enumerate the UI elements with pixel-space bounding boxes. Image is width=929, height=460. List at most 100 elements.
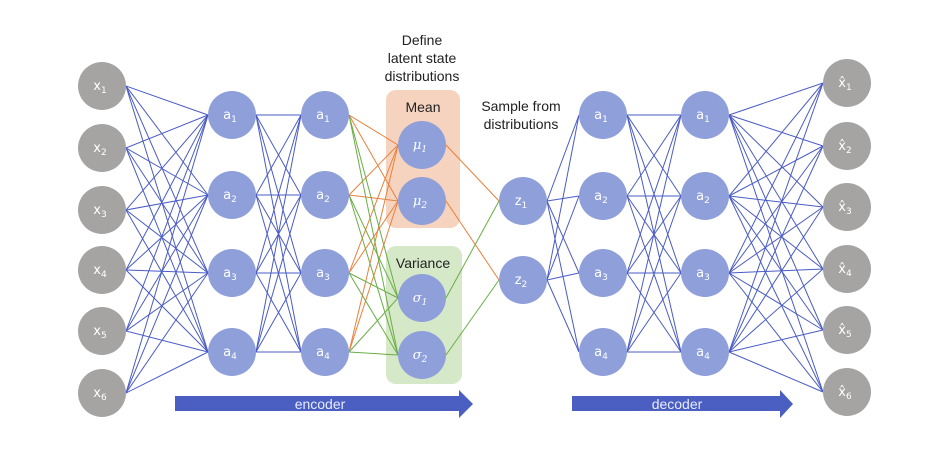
- node-label: a1: [696, 108, 710, 125]
- variance-edge: [348, 114, 399, 299]
- edge: [125, 269, 209, 274]
- latent-node-1: z1: [499, 177, 547, 225]
- node-label: μ1: [413, 138, 427, 155]
- decoder-arrow: decoder: [572, 390, 793, 418]
- node-circle: [398, 331, 446, 379]
- edge: [125, 114, 209, 271]
- node-label: a1: [316, 108, 330, 125]
- node-circle: [579, 91, 627, 139]
- dec2-node-3: a3: [681, 249, 729, 297]
- edge: [255, 194, 302, 353]
- edge: [728, 195, 824, 393]
- decoder-label: decoder: [652, 396, 703, 412]
- node-circle: [78, 369, 126, 417]
- encoder-arrow: encoder: [175, 390, 473, 418]
- output-node-5: x̂5: [823, 306, 871, 354]
- node-circle: [499, 177, 547, 225]
- output-node-3: x̂3: [823, 183, 871, 231]
- node-circle: [78, 246, 126, 294]
- enc2-node-3: a3: [301, 249, 349, 297]
- node-circle: [301, 328, 349, 376]
- edge: [728, 272, 824, 393]
- node-circle: [78, 124, 126, 172]
- edges: [125, 82, 824, 394]
- input-node-3: x3: [78, 186, 126, 234]
- node-label: a3: [316, 266, 330, 283]
- variance-edge: [348, 272, 399, 299]
- variance-edge: [445, 200, 500, 299]
- edge: [728, 195, 824, 270]
- node-label: a2: [316, 188, 330, 205]
- edge: [125, 114, 209, 394]
- node-label: a2: [594, 189, 608, 206]
- variance-node-1: σ1: [398, 274, 446, 322]
- node-circle: [823, 245, 871, 293]
- define-caption-line3: distributions: [385, 68, 460, 84]
- node-circle: [208, 328, 256, 376]
- edge: [125, 85, 209, 353]
- edge: [728, 114, 824, 147]
- node-circle: [823, 59, 871, 107]
- node-circle: [681, 172, 729, 220]
- input-node-6: x6: [78, 369, 126, 417]
- edge: [125, 85, 209, 116]
- node-circle: [823, 122, 871, 170]
- edge: [728, 268, 824, 274]
- node-label: a4: [316, 345, 330, 362]
- node-label: z2: [515, 273, 528, 290]
- node-circle: [681, 249, 729, 297]
- node-label: x1: [93, 79, 106, 96]
- encoder-label: encoder: [295, 396, 346, 412]
- node-label: x3: [93, 203, 106, 220]
- enc2-node-2: a2: [301, 171, 349, 219]
- edge: [728, 145, 824, 197]
- edge: [125, 351, 209, 394]
- mean-edge: [445, 144, 500, 202]
- edge: [125, 269, 209, 353]
- edge: [255, 272, 302, 353]
- variance-edge: [348, 194, 399, 299]
- node-label: x̂2: [838, 139, 851, 156]
- edge: [728, 195, 824, 208]
- edge: [728, 114, 824, 208]
- node-label: x2: [93, 141, 106, 158]
- variance-edge: [348, 194, 399, 356]
- edge: [546, 195, 580, 281]
- mean-node-2: μ2: [398, 177, 446, 225]
- variance-node-2: σ2: [398, 331, 446, 379]
- output-node-4: x̂4: [823, 245, 871, 293]
- node-label: a1: [594, 108, 608, 125]
- input-node-2: x2: [78, 124, 126, 172]
- edge: [728, 114, 824, 270]
- sample-caption-line1: Sample from: [481, 98, 560, 114]
- variance-edge: [348, 272, 399, 356]
- edge: [125, 194, 209, 332]
- node-circle: [681, 91, 729, 139]
- edge: [125, 194, 209, 394]
- node-label: a4: [223, 345, 237, 362]
- enc1-node-2: a2: [208, 171, 256, 219]
- variance-edge: [348, 351, 399, 356]
- edge: [626, 114, 682, 274]
- edge: [125, 114, 209, 211]
- node-circle: [208, 91, 256, 139]
- node-circle: [78, 307, 126, 355]
- node-label: a4: [594, 345, 608, 362]
- mean-edge: [445, 200, 500, 281]
- node-label: z1: [515, 194, 528, 211]
- edge: [255, 114, 302, 353]
- edge: [626, 272, 682, 353]
- enc1-node-1: a1: [208, 91, 256, 139]
- nodes: x1x2x3x4x5x6a1a2a3a4a1a2a3a4μ1μ2σ1σ2z1z2…: [78, 59, 871, 417]
- output-node-1: x̂1: [823, 59, 871, 107]
- edge: [125, 114, 209, 149]
- edge: [125, 209, 209, 274]
- mean-node-1: μ1: [398, 121, 446, 169]
- node-label: x̂4: [838, 262, 852, 279]
- enc1-node-4: a4: [208, 328, 256, 376]
- node-circle: [301, 91, 349, 139]
- mean-edge: [348, 144, 399, 274]
- input-node-5: x5: [78, 307, 126, 355]
- edge: [125, 330, 209, 353]
